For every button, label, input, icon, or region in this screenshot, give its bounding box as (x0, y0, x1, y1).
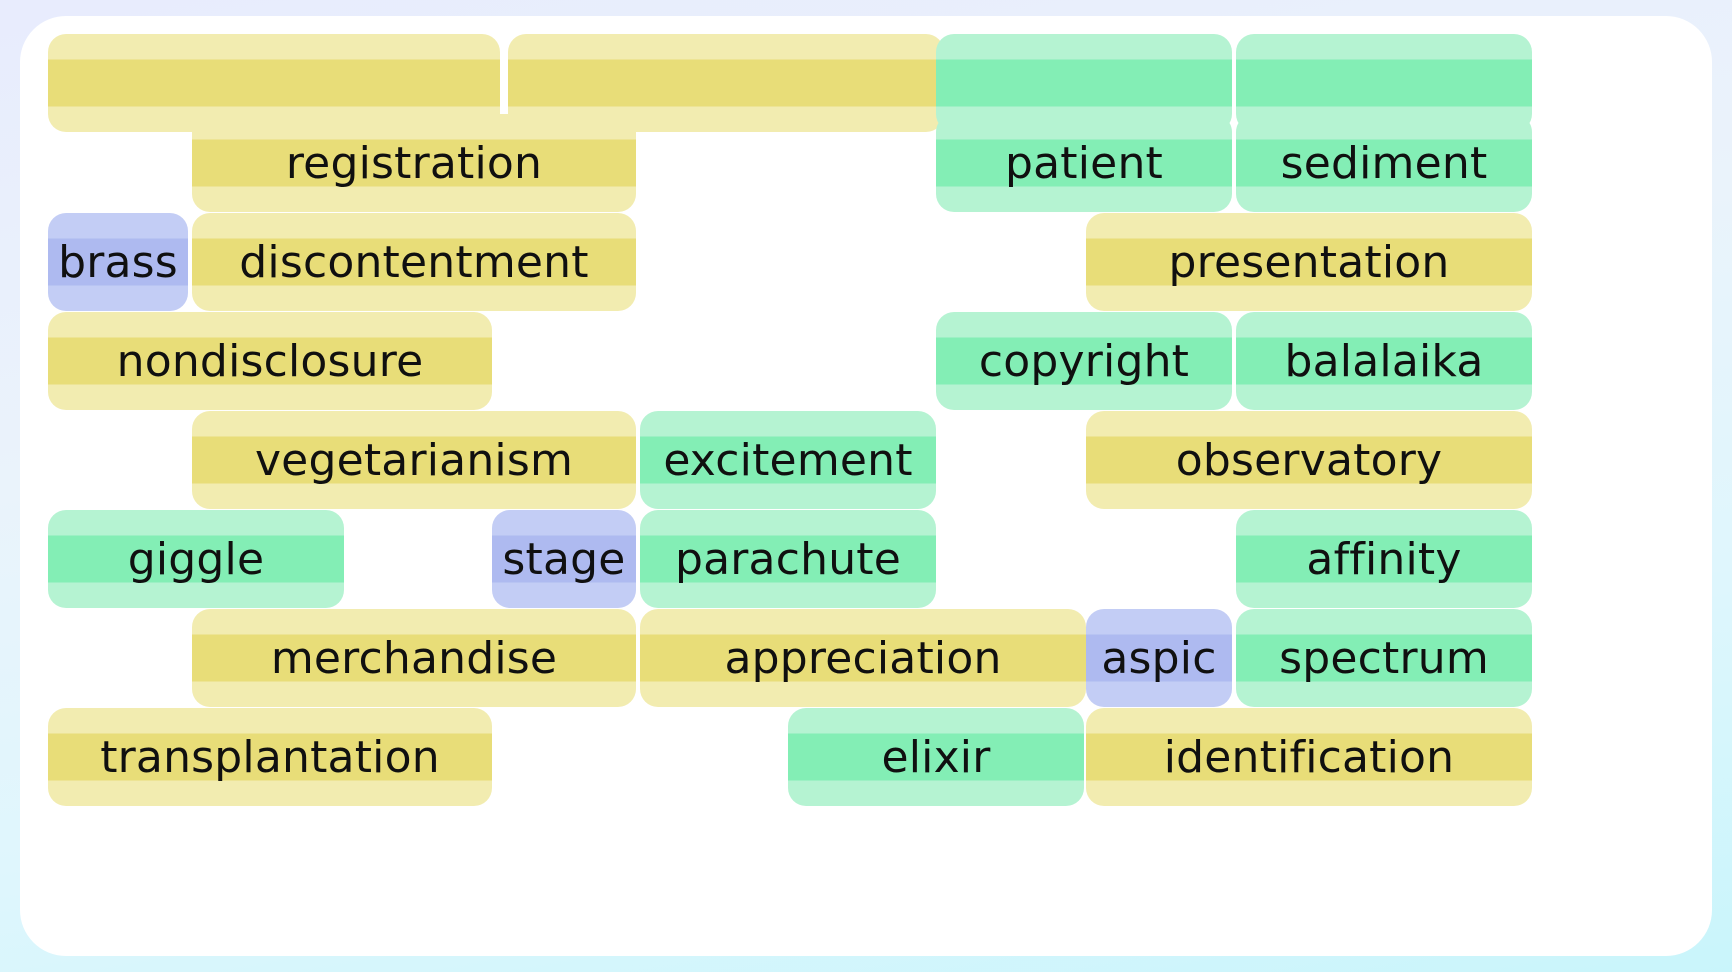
word-pill[interactable]: aspic (1086, 609, 1232, 707)
word-pill[interactable]: copyright (936, 312, 1232, 410)
word-pill[interactable]: sediment (1236, 114, 1532, 212)
word-pill[interactable]: spectrum (1236, 609, 1532, 707)
word-pill[interactable]: giggle (48, 510, 344, 608)
word-pill[interactable]: presentation (1086, 213, 1532, 311)
word-pill[interactable]: patient (936, 114, 1232, 212)
word-pill[interactable]: merchandise (192, 609, 636, 707)
word-pill[interactable]: balalaika (1236, 312, 1532, 410)
word-pill[interactable]: parachute (640, 510, 936, 608)
word-pill[interactable]: vegetarianism (192, 411, 636, 509)
word-pill[interactable]: affinity (1236, 510, 1532, 608)
word-pill[interactable]: registration (192, 114, 636, 212)
word-pill[interactable]: excitement (640, 411, 936, 509)
word-pill[interactable]: identification (1086, 708, 1532, 806)
word-pill[interactable]: brass (48, 213, 188, 311)
word-pill[interactable]: transplantation (48, 708, 492, 806)
word-pill[interactable]: discontentment (192, 213, 636, 311)
word-pill[interactable]: appreciation (640, 609, 1086, 707)
word-pill[interactable]: nondisclosure (48, 312, 492, 410)
word-pill[interactable]: elixir (788, 708, 1084, 806)
game-card: 04:17:404 020700 registrationpatientsedi… (20, 16, 1712, 956)
word-pill[interactable]: stage (492, 510, 636, 608)
word-pill[interactable]: observatory (1086, 411, 1532, 509)
